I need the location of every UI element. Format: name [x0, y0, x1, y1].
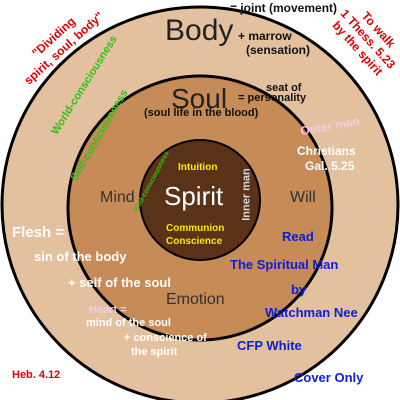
heart-title: Heart =: [89, 304, 127, 316]
flesh-title: Flesh =: [12, 224, 65, 241]
gal-reference: Gal. 5.25: [305, 159, 355, 173]
body-joint-text: = joint (movement): [230, 1, 338, 15]
communion-label: Communion: [166, 223, 225, 234]
will-label: Will: [290, 189, 316, 206]
intuition-label: Intuition: [178, 162, 218, 173]
heart-mind-text: mind of the soul: [86, 317, 171, 329]
conscience-label: Conscience: [166, 236, 223, 247]
flesh-self-text: + self of the soul: [68, 275, 171, 290]
book-title: The Spiritual Man: [230, 257, 339, 272]
read-label: Read: [282, 229, 314, 244]
personality-text: = personality: [238, 92, 307, 104]
spirit-title: Spirit: [164, 181, 224, 211]
spirit-core: [139, 139, 261, 261]
body-marrow-text: + marrow: [238, 29, 292, 43]
christians-label: Christians: [297, 144, 356, 158]
book-author: Watchman Nee: [265, 305, 358, 320]
heb-reference: Heb. 4.12: [12, 369, 61, 381]
body-title: Body: [165, 14, 234, 47]
flesh-sin-text: sin of the body: [34, 249, 127, 264]
emotion-label: Emotion: [166, 291, 225, 308]
heart-conscience-text: + conscience of: [124, 332, 207, 344]
mind-label: Mind: [100, 189, 135, 206]
soul-life-text: (soul life in the blood): [144, 107, 259, 119]
by-label: by: [291, 282, 307, 297]
inner-man-label: Inner man: [240, 168, 253, 221]
publisher-label: CFP White: [237, 338, 302, 353]
cover-only-label: Cover Only: [294, 370, 364, 385]
heart-spirit-text: the spirit: [131, 346, 178, 358]
soul-title: Soul: [171, 83, 228, 114]
body-sensation-text: (sensation): [246, 43, 311, 57]
seat-of-text: seat of: [266, 82, 302, 94]
